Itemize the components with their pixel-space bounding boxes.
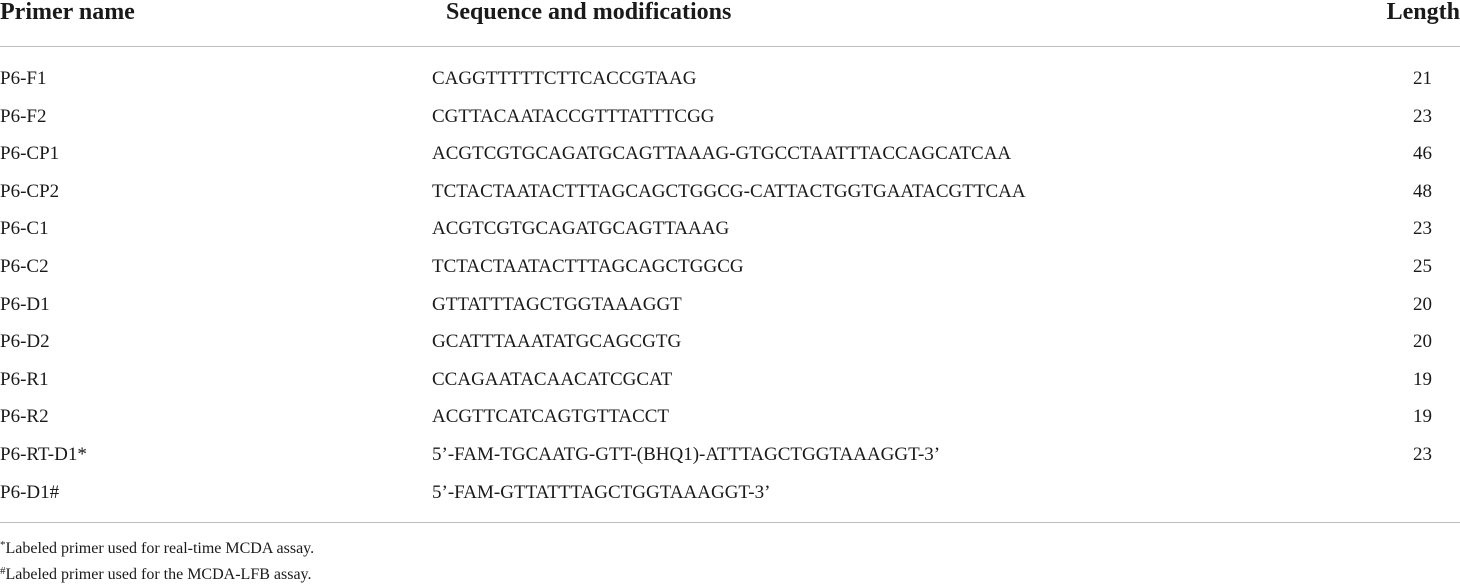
length-cell: 20: [1413, 293, 1432, 315]
sequence-cell: 5’-FAM-TGCAATG-GTT-(BHQ1)-ATTTAGCTGGTAAA…: [432, 443, 941, 465]
table-body: P6-F1 CAGGTTTTTCTTCACCGTAAG 21 P6-F2 CGT…: [0, 47, 1460, 511]
footnote-realtime: *Labeled primer used for real-time MCDA …: [0, 534, 314, 560]
length-cell: 23: [1413, 218, 1432, 240]
length-cell: 46: [1413, 143, 1432, 165]
table-row: P6-RT-D1* 5’-FAM-TGCAATG-GTT-(BHQ1)-ATTT…: [0, 436, 1460, 474]
primer-name-cell: P6-R1: [0, 368, 49, 390]
sequence-cell: CGTTACAATACCGTTTATTTCGG: [432, 105, 715, 127]
primer-name-cell: P6-CP1: [0, 143, 60, 165]
footnote-mark: *: [0, 539, 6, 551]
primer-name-cell: P6-F2: [0, 105, 47, 127]
sequence-cell: CCAGAATACAACATCGCAT: [432, 368, 673, 390]
header-length: Length: [1386, 0, 1460, 25]
primer-name-cell: P6-D1#: [0, 481, 60, 503]
primer-name-cell: P6-F1: [0, 68, 47, 89]
sequence-cell: ACGTCGTGCAGATGCAGTTAAAG-GTGCCTAATTTACCAG…: [432, 143, 1012, 165]
header-sequence: Sequence and modifications: [446, 0, 732, 25]
footnote-lfb: #Labeled primer used for the MCDA-LFB as…: [0, 560, 314, 586]
header-primer-name: Primer name: [0, 0, 135, 25]
footnote-text: Labeled primer used for real-time MCDA a…: [5, 540, 315, 557]
table-row: P6-R2 ACGTTCATCAGTGTTACCT 19: [0, 398, 1460, 436]
primer-name-cell: P6-C2: [0, 255, 49, 277]
length-cell: 21: [1413, 68, 1432, 89]
table-row: P6-C1 ACGTCGTGCAGATGCAGTTAAAG 23: [0, 210, 1460, 248]
sequence-cell: GTTATTTAGCTGGTAAAGGT: [432, 293, 682, 315]
table-row: P6-D2 GCATTTAAATATGCAGCGTG 20: [0, 323, 1460, 361]
length-cell: 25: [1413, 255, 1432, 277]
sequence-cell: CAGGTTTTTCTTCACCGTAAG: [432, 68, 697, 89]
sequence-cell: TCTACTAATACTTTAGCAGCTGGCG-CATTACTGGTGAAT…: [432, 180, 1026, 202]
table-row: P6-C2 TCTACTAATACTTTAGCAGCTGGCG 25: [0, 248, 1460, 286]
sequence-cell: ACGTCGTGCAGATGCAGTTAAAG: [432, 218, 730, 240]
table-footnotes: *Labeled primer used for real-time MCDA …: [0, 534, 314, 586]
footnote-text: Labeled primer used for the MCDA-LFB ass…: [5, 566, 312, 583]
sequence-cell: GCATTTAAATATGCAGCGTG: [432, 331, 682, 353]
length-cell: 19: [1413, 368, 1432, 390]
footnote-mark: #: [0, 565, 6, 577]
sequence-cell: ACGTTCATCAGTGTTACCT: [432, 406, 670, 428]
length-cell: 19: [1413, 406, 1432, 428]
length-cell: 20: [1413, 331, 1432, 353]
table-row: P6-D1 GTTATTTAGCTGGTAAAGGT 20: [0, 286, 1460, 324]
length-cell: 23: [1413, 105, 1432, 127]
sequence-cell: TCTACTAATACTTTAGCAGCTGGCG: [432, 255, 744, 277]
table-row: P6-R1 CCAGAATACAACATCGCAT 19: [0, 361, 1460, 399]
table-row: P6-CP2 TCTACTAATACTTTAGCAGCTGGCG-CATTACT…: [0, 173, 1460, 211]
primer-name-cell: P6-R2: [0, 406, 49, 428]
primer-name-cell: P6-CP2: [0, 180, 60, 202]
primer-name-cell: P6-D1: [0, 293, 50, 315]
table-row: P6-D1# 5’-FAM-GTTATTTAGCTGGTAAAGGT-3’: [0, 474, 1460, 512]
sequence-cell: 5’-FAM-GTTATTTAGCTGGTAAAGGT-3’: [432, 481, 771, 503]
primer-name-cell: P6-RT-D1*: [0, 443, 87, 465]
primer-table: Primer name Sequence and modifications L…: [0, 0, 1460, 511]
length-cell: 48: [1413, 180, 1432, 202]
table-row: P6-F1 CAGGTTTTTCTTCACCGTAAG 21: [0, 60, 1460, 98]
primer-name-cell: P6-D2: [0, 331, 50, 353]
table-bottom-rule: [0, 522, 1460, 523]
length-cell: 23: [1413, 443, 1432, 465]
table-row: P6-F2 CGTTACAATACCGTTTATTTCGG 23: [0, 98, 1460, 136]
primer-name-cell: P6-C1: [0, 218, 49, 240]
table-row: P6-CP1 ACGTCGTGCAGATGCAGTTAAAG-GTGCCTAAT…: [0, 135, 1460, 173]
table-header: Primer name Sequence and modifications L…: [0, 0, 1460, 47]
